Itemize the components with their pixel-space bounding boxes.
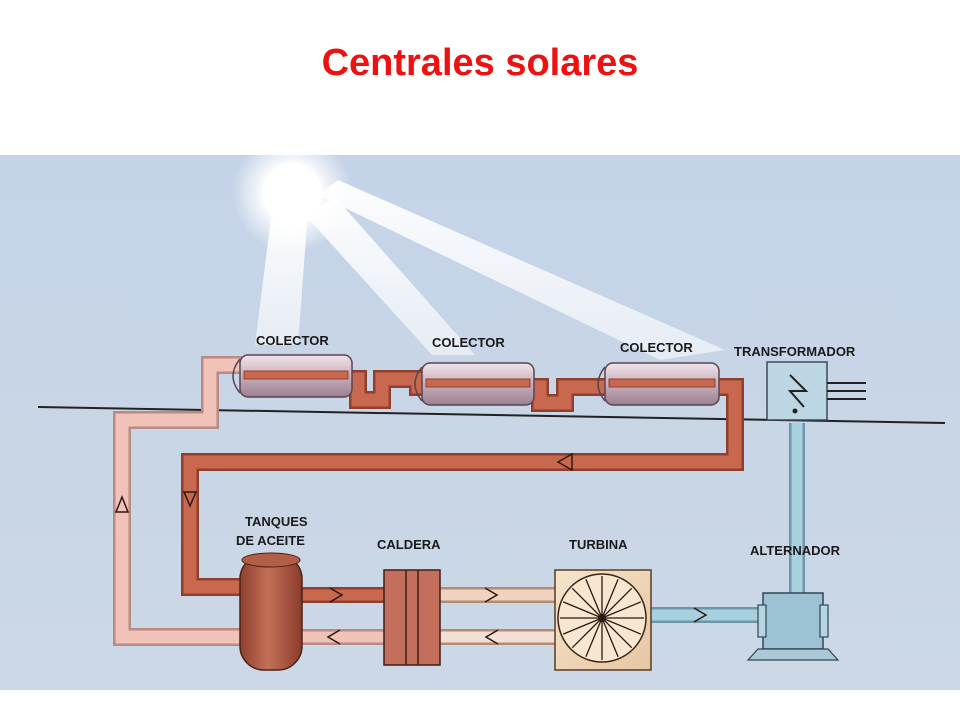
turbine-label: TURBINA: [569, 537, 628, 552]
collector-2: [414, 362, 535, 406]
arrow-right-1: [329, 587, 344, 603]
alternator-label: ALTERNADOR: [750, 543, 841, 558]
arrow-right-2: [484, 587, 499, 603]
page-title: Centrales solares: [321, 42, 639, 84]
turbine-blade: [571, 617, 603, 649]
collector-1-label: COLECTOR: [256, 333, 329, 348]
tanks-label-line1: TANQUES: [245, 514, 308, 529]
turbine-blade: [562, 617, 603, 635]
turbine-blade: [571, 587, 603, 619]
arrow-left-1: [326, 629, 341, 645]
turbine: [554, 569, 652, 671]
turbine-blade: [601, 578, 619, 619]
boiler-label: CALDERA: [377, 537, 441, 552]
arrow-left-2: [484, 629, 499, 645]
oil-tank: [239, 552, 303, 671]
arrow-right-3: [693, 607, 708, 623]
collector-3: [597, 362, 720, 406]
boiler: [383, 569, 441, 666]
alternator: [746, 592, 840, 661]
flow-arrow-left: [556, 452, 573, 472]
turbine-blade: [562, 601, 603, 619]
collector-3-label: COLECTOR: [620, 340, 693, 355]
turbine-blade: [601, 617, 619, 658]
solar-plant-diagram: COLECTOR COLECTOR COLECTOR TRANSFORMADOR…: [0, 155, 960, 690]
collector-1: [232, 354, 353, 398]
collector-2-label: COLECTOR: [432, 335, 505, 350]
hot-oil-pipe: [183, 372, 742, 594]
sun-core: [262, 163, 322, 223]
turbine-blade: [585, 578, 603, 619]
tanks-label-line2: DE ACEITE: [236, 533, 305, 548]
turbine-blade: [601, 587, 633, 619]
turbine-blades: [560, 576, 644, 660]
transformer: [766, 361, 866, 421]
turbine-blade: [601, 617, 642, 635]
transformer-label: TRANSFORMADOR: [734, 344, 856, 359]
lightning-icon: [787, 374, 809, 408]
turbine-blade: [601, 617, 633, 649]
flow-arrow-up: [114, 494, 130, 513]
sun-ray-3: [318, 180, 725, 360]
turbine-blade: [585, 617, 603, 658]
flow-arrow-down: [182, 491, 198, 508]
cool-return-pipe: [115, 358, 250, 644]
sun-ray-2: [305, 197, 475, 355]
turbine-blade: [601, 601, 642, 619]
